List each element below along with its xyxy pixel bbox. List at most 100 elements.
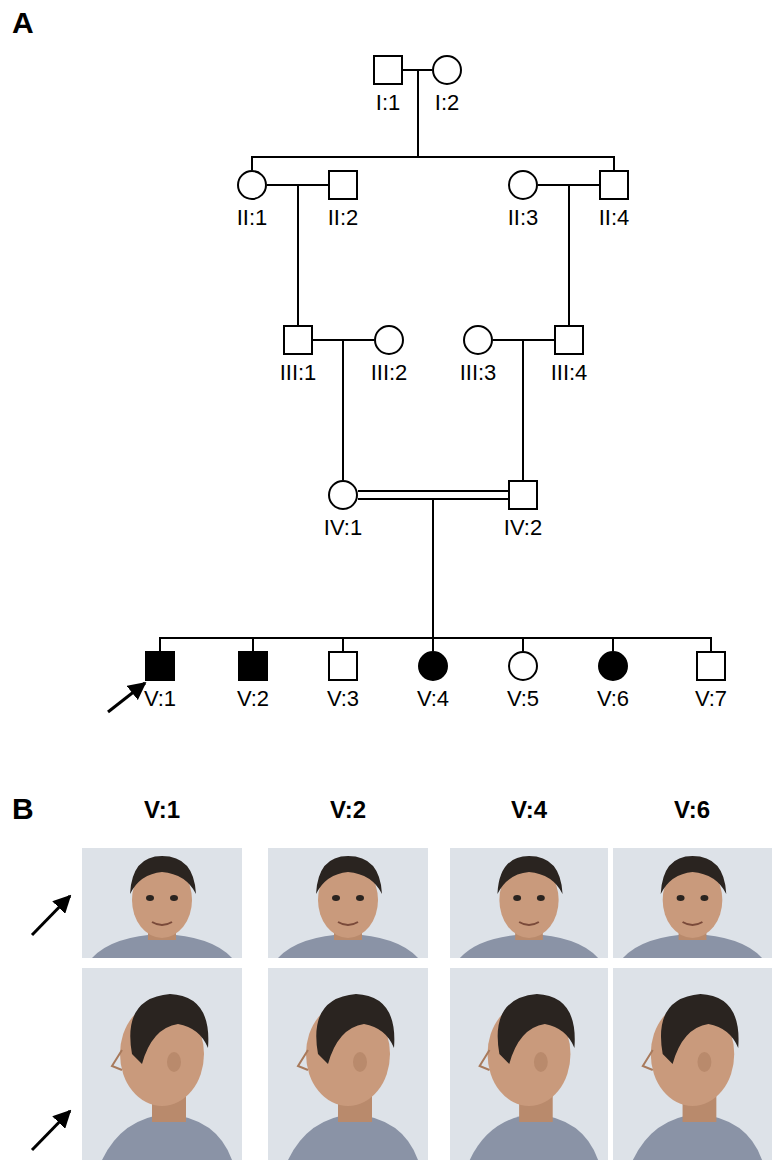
individual-id: III:1: [280, 361, 317, 385]
pedigree-symbol: [283, 325, 313, 355]
female-circle: II:1: [237, 170, 267, 200]
pedigree-symbol: [328, 651, 358, 681]
male-square: II:2: [328, 170, 358, 200]
female-circle: II:3: [508, 170, 538, 200]
photo-header: V:2: [330, 796, 366, 824]
pedigree-symbol: [374, 325, 404, 355]
descent-line: [569, 185, 599, 325]
proband-arrow: [108, 683, 145, 712]
pedigree-symbol: [598, 651, 628, 681]
male-square: III:4: [554, 325, 584, 355]
descent-line: [418, 70, 614, 170]
male-square: III:1: [283, 325, 313, 355]
descent-line: [403, 70, 614, 170]
photo-header: V:4: [511, 796, 547, 824]
descent-line: [313, 340, 343, 480]
marriage-line: [358, 491, 508, 499]
male-square: I:1: [373, 55, 403, 85]
descent-line: [433, 499, 613, 651]
individual-id: II:1: [237, 206, 268, 230]
pedigree-symbol: [508, 651, 538, 681]
individual-id: III:2: [371, 361, 408, 385]
patient-photo: [268, 848, 428, 958]
individual-id: II:2: [328, 206, 359, 230]
female-circle: V:6: [598, 651, 628, 681]
patient-photo: [613, 968, 772, 1160]
individual-id: V:1: [144, 687, 176, 711]
descent-line: [433, 499, 711, 651]
pedigree-symbol: [463, 325, 493, 355]
pedigree-symbol: [418, 651, 448, 681]
descent-line: [343, 340, 374, 480]
descent-line: [160, 499, 508, 651]
descent-line: [523, 340, 554, 480]
pedigree-symbol: [696, 651, 726, 681]
individual-id: II:3: [508, 206, 539, 230]
individual-id: III:3: [460, 361, 497, 385]
pedigree-symbol: [432, 55, 462, 85]
descent-line: [252, 70, 418, 170]
female-circle: V:4: [418, 651, 448, 681]
pedigree-symbol: [373, 55, 403, 85]
patient-photo: [82, 968, 242, 1160]
proband-arrow: [32, 1111, 70, 1150]
descent-line: [160, 499, 433, 651]
descent-line: [358, 499, 523, 651]
descent-line: [343, 499, 508, 651]
individual-id: III:4: [551, 361, 588, 385]
descent-line: [358, 499, 711, 651]
male-square: V:3: [328, 651, 358, 681]
descent-line: [493, 340, 523, 480]
individual-id: IV:1: [324, 516, 362, 540]
female-circle: III:2: [374, 325, 404, 355]
panel-letter: B: [12, 792, 34, 826]
patient-photo: [450, 848, 608, 958]
male-square: V:7: [696, 651, 726, 681]
panel-letter: A: [12, 6, 34, 40]
photo-header: V:6: [674, 796, 710, 824]
individual-id: I:1: [376, 91, 400, 115]
individual-id: V:6: [597, 687, 629, 711]
pedigree-symbol: [599, 170, 629, 200]
descent-line: [253, 499, 433, 651]
male-square: IV:2: [508, 480, 538, 510]
patient-photo: [450, 968, 608, 1160]
descent-line: [433, 499, 508, 651]
individual-id: II:4: [599, 206, 630, 230]
pedigree-symbol: [328, 170, 358, 200]
individual-id: IV:2: [504, 516, 542, 540]
individual-id: V:7: [695, 687, 727, 711]
descent-line: [358, 499, 433, 651]
descent-line: [253, 499, 508, 651]
pedigree-symbol: [554, 325, 584, 355]
descent-line: [298, 185, 328, 325]
pedigree-symbol: [237, 170, 267, 200]
female-circle: V:5: [508, 651, 538, 681]
male-square: V:2: [238, 651, 268, 681]
descent-line: [252, 70, 432, 170]
patient-photo: [268, 968, 428, 1160]
pedigree-symbol: [508, 170, 538, 200]
descent-line: [358, 499, 613, 651]
individual-id: I:2: [435, 91, 459, 115]
male-square: II:4: [599, 170, 629, 200]
female-circle: IV:1: [328, 480, 358, 510]
patient-photo: [613, 848, 772, 958]
pedigree-symbol: [238, 651, 268, 681]
pedigree-symbol: [508, 480, 538, 510]
proband-arrow: [32, 896, 70, 935]
pedigree-symbol: [328, 480, 358, 510]
female-circle: III:3: [463, 325, 493, 355]
descent-line: [538, 185, 569, 325]
patient-photo: [82, 848, 242, 958]
individual-id: V:3: [327, 687, 359, 711]
descent-line: [267, 185, 298, 325]
female-circle: I:2: [432, 55, 462, 85]
individual-id: V:4: [417, 687, 449, 711]
photo-header: V:1: [144, 796, 180, 824]
individual-id: V:5: [507, 687, 539, 711]
male-square: V:1: [145, 651, 175, 681]
